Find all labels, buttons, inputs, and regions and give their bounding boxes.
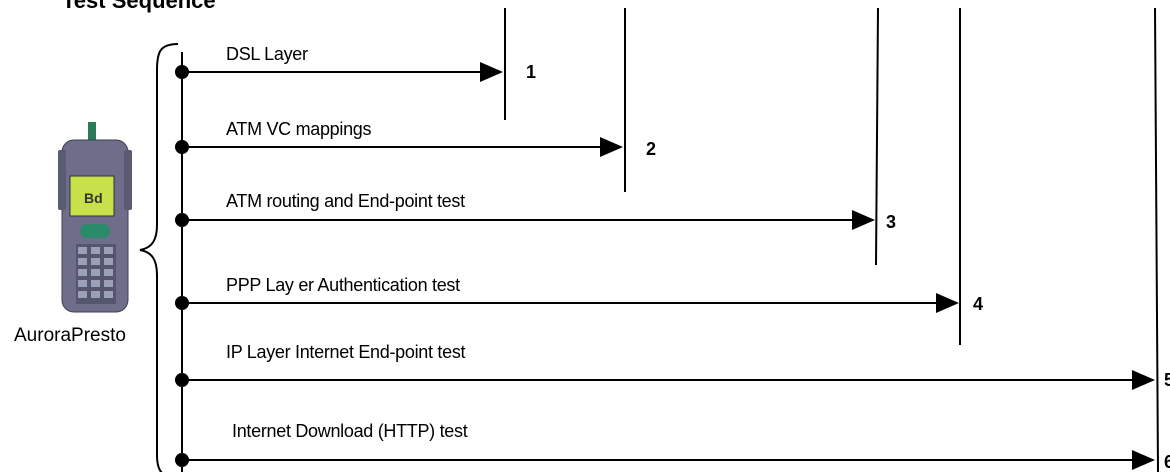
step-arrow-5: [175, 370, 1155, 390]
step-number-1: 1: [526, 62, 537, 82]
stop-line-5: [1154, 7, 1159, 472]
stop-line-3: [875, 7, 879, 266]
step-label-5: IP Layer Internet End-point test: [226, 342, 466, 362]
handheld-tester-icon: Bd: [58, 122, 132, 313]
step-label-2: ATM VC mappings: [226, 119, 372, 139]
step-number-3: 3: [886, 212, 897, 232]
step-number-5: 5: [1164, 370, 1170, 390]
step-label-4: PPP Lay er Authentication test: [226, 275, 460, 295]
step-arrow-4: [175, 293, 959, 313]
step-arrow-6: [175, 450, 1155, 470]
grouping-brace: [139, 43, 179, 472]
step-number-6: 6: [1164, 452, 1170, 472]
svg-text:Bd: Bd: [84, 190, 103, 206]
step-label-6: Internet Download (HTTP) test: [232, 421, 468, 441]
device-label: AuroraPresto: [14, 325, 126, 346]
step-number-2: 2: [646, 139, 657, 159]
step-arrow-3: [175, 210, 875, 230]
step-label-3: ATM routing and End-point test: [226, 191, 465, 211]
step-arrow-2: [175, 137, 623, 157]
diagram-title: Test Sequence: [62, 0, 216, 13]
step-arrow-1: [175, 62, 503, 82]
step-number-4: 4: [973, 294, 984, 314]
step-label-1: DSL Layer: [226, 44, 308, 64]
